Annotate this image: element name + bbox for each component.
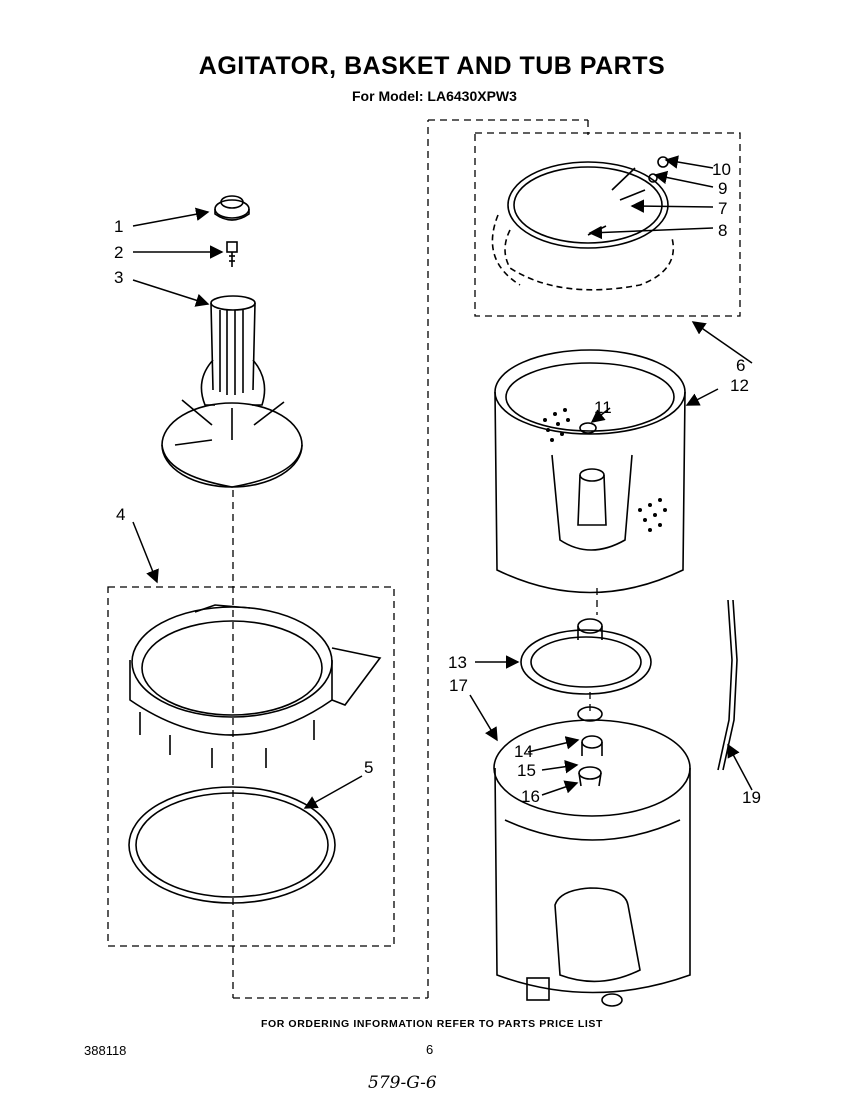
callout-17: 17 <box>449 676 468 695</box>
callout-3: 3 <box>114 268 123 287</box>
callout-labels: 1 2 3 4 5 6 7 8 9 10 11 12 13 14 15 16 1… <box>114 160 761 807</box>
assembly-connector-lines <box>232 119 598 999</box>
leader-lines <box>132 155 753 809</box>
handwritten-code: 579-G-6 <box>368 1073 437 1093</box>
page-title: AGITATOR, BASKET AND TUB PARTS <box>198 52 666 80</box>
basket-ring-part <box>491 156 674 291</box>
callout-15: 15 <box>517 761 536 780</box>
model-subtitle: For Model: LA6430XPW3 <box>352 88 517 104</box>
callout-1: 1 <box>114 217 123 236</box>
callout-7: 7 <box>718 199 727 218</box>
outer-tub-part <box>493 719 691 1007</box>
tub-ring-part <box>129 604 382 768</box>
drive-disc-part <box>520 618 652 695</box>
callout-6: 6 <box>736 356 745 375</box>
callout-8: 8 <box>718 221 727 240</box>
assembly-box-4 <box>107 586 395 947</box>
callout-13: 13 <box>448 653 467 672</box>
document-number: 388118 <box>84 1043 127 1058</box>
callout-2: 2 <box>114 243 123 262</box>
assembly-box-6 <box>474 132 741 317</box>
ordering-info-note: FOR ORDERING INFORMATION REFER TO PARTS … <box>260 1018 604 1030</box>
agitator-cap-part <box>214 195 250 221</box>
hose-part <box>717 599 738 771</box>
callout-19: 19 <box>742 788 761 807</box>
hub-hardware-parts <box>577 706 603 787</box>
callout-14: 14 <box>514 742 533 761</box>
callout-10: 10 <box>712 160 731 179</box>
page-number: 6 <box>426 1042 434 1057</box>
callout-5: 5 <box>364 758 373 777</box>
callout-16: 16 <box>521 787 540 806</box>
agitator-bolt-part <box>226 241 238 267</box>
callout-4: 4 <box>116 505 125 524</box>
spin-basket-part <box>494 349 686 594</box>
tub-seal-part <box>128 786 336 904</box>
agitator-part <box>161 295 303 488</box>
callout-11: 11 <box>594 398 612 417</box>
callout-12: 12 <box>730 376 749 395</box>
callout-9: 9 <box>718 179 727 198</box>
